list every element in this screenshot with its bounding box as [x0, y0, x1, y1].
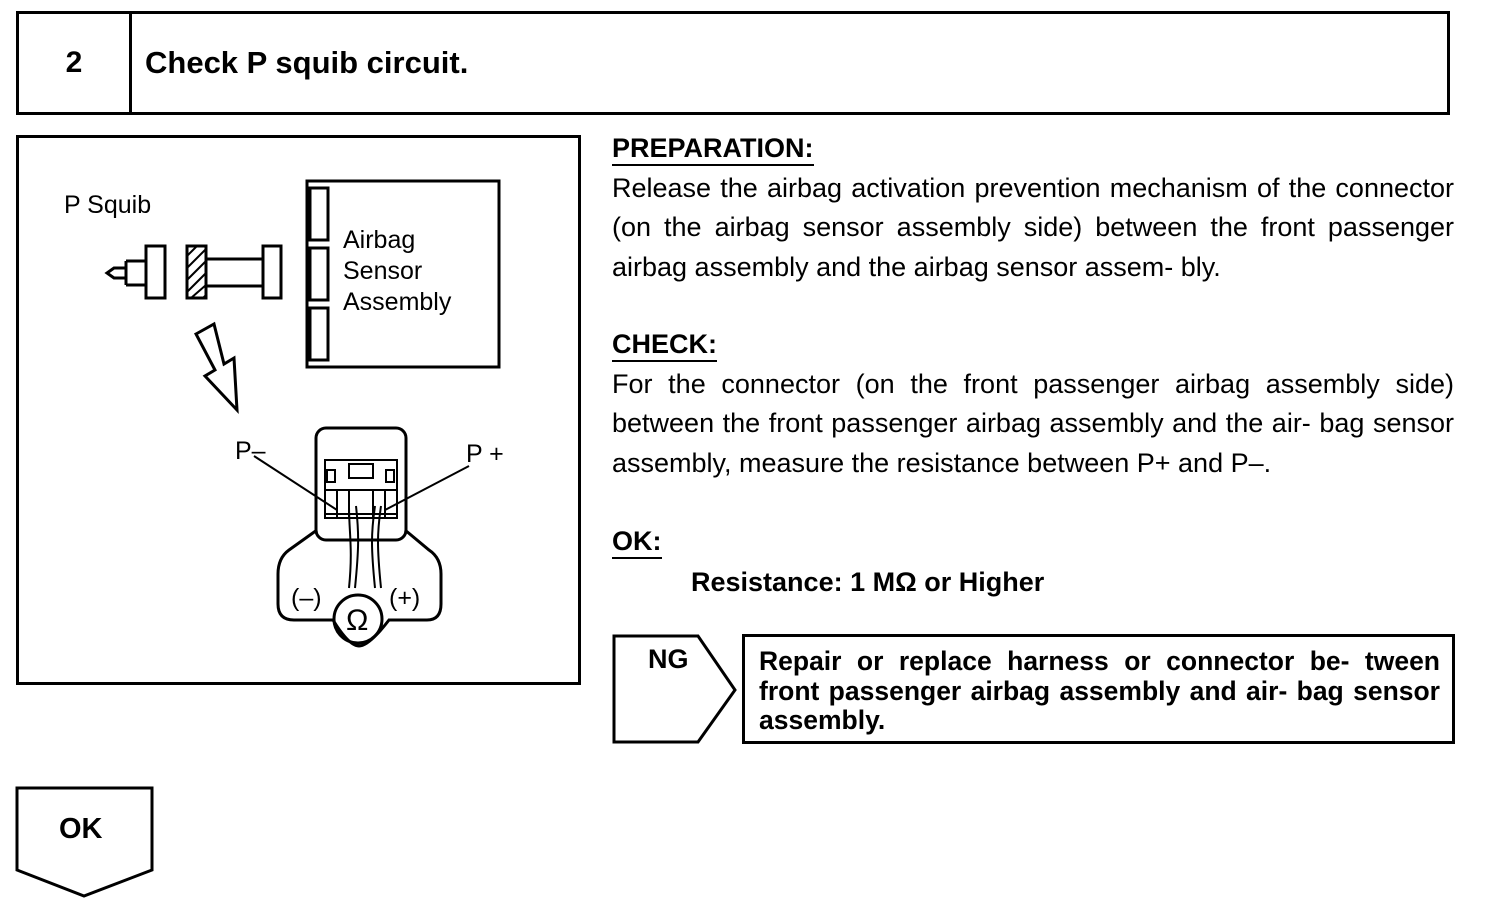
resistance-spec: Resistance: 1 MΩ or Higher	[691, 567, 1045, 597]
sensor-label-line2: Sensor	[343, 257, 422, 285]
connector-diagram-drawing: P Squib Airbag Sensor Assembly P– P + (–…	[64, 179, 504, 648]
step-number: 2	[19, 14, 132, 112]
preparation-text: Release the airbag activation prevention…	[612, 173, 1454, 282]
ok-result-label: OK	[59, 813, 103, 845]
ng-label: NG	[648, 644, 689, 674]
squib-tip	[104, 266, 126, 280]
step-header: 2 Check P squib circuit.	[16, 11, 1450, 115]
step-title: Check P squib circuit.	[145, 45, 469, 80]
ng-arrow-box	[612, 634, 737, 744]
ng-action-box: Repair or replace harness or connector b…	[742, 634, 1455, 744]
minus-terminal-label: (–)	[291, 584, 322, 612]
p-squib-label: P Squib	[64, 191, 151, 219]
wiring-diagram: P Squib Airbag Sensor Assembly P– P + (–…	[16, 135, 581, 685]
squib-connector	[144, 244, 167, 300]
p-plus-label: P +	[466, 440, 504, 468]
preparation-heading: PREPARATION:	[612, 132, 814, 166]
airbag-sensor-assembly-box	[305, 179, 501, 369]
arrow-down-icon	[193, 321, 239, 415]
sensor-label-line3: Assembly	[343, 288, 452, 316]
check-text: For the connector (on the front passenge…	[612, 369, 1454, 478]
p-minus-label: P–	[235, 437, 266, 465]
check-heading: CHECK:	[612, 328, 717, 362]
ohm-symbol: Ω	[346, 604, 368, 637]
ok-arrow-box	[15, 786, 154, 898]
ohmmeter-icon	[332, 593, 384, 645]
ohmmeter-body	[276, 528, 443, 648]
ok-heading: OK:	[612, 525, 662, 559]
plus-terminal-label: (+)	[389, 584, 420, 612]
connector-face	[314, 426, 408, 542]
sensor-label-line1: Airbag	[343, 226, 415, 254]
